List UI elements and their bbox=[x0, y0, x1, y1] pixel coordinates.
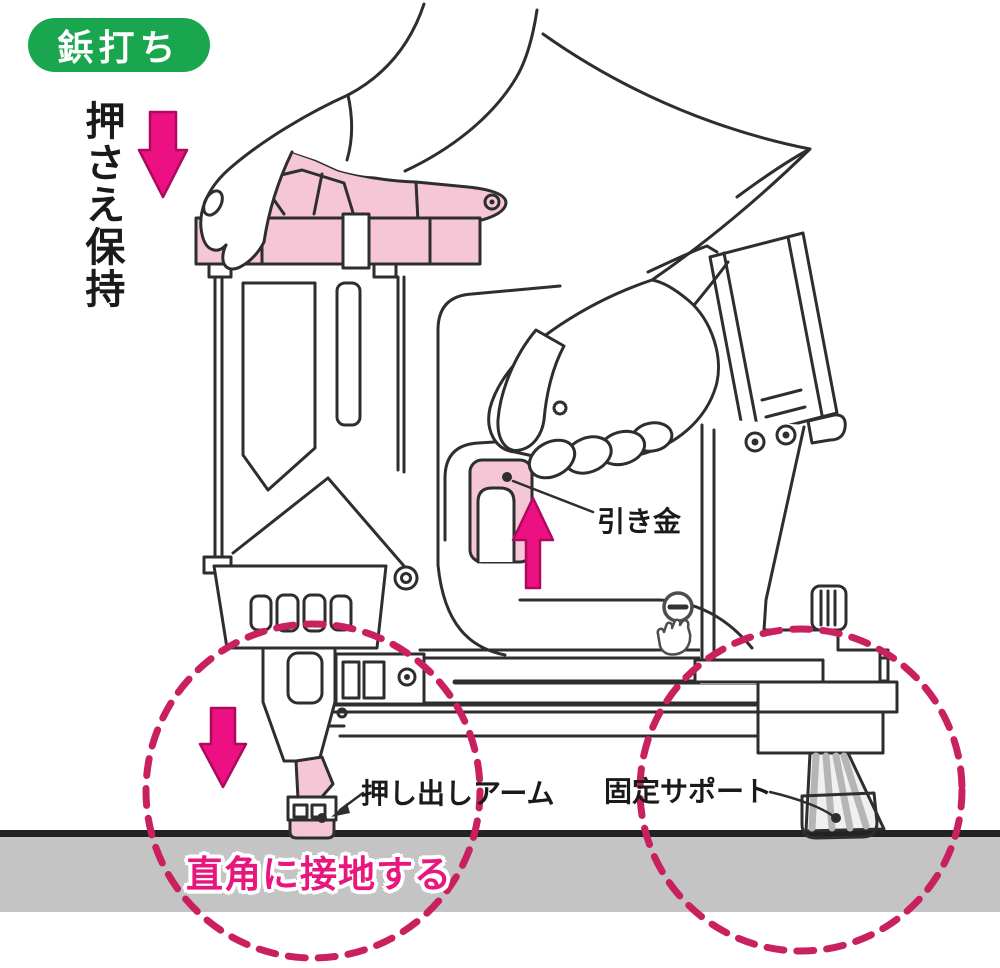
body-screw-icon bbox=[393, 565, 419, 591]
right-hand bbox=[487, 32, 812, 480]
fixing-support-label: 固定サポート bbox=[604, 775, 773, 808]
push-out-arm bbox=[294, 755, 335, 801]
finger bbox=[527, 438, 577, 480]
rail-screw-icon bbox=[397, 667, 417, 687]
down-arrow-icon bbox=[137, 110, 189, 199]
battery-pack bbox=[708, 231, 839, 439]
floor bbox=[0, 830, 1000, 912]
thumbnail bbox=[202, 189, 224, 217]
handle-screw-icon bbox=[744, 431, 766, 453]
floor-surface bbox=[0, 837, 1000, 912]
trigger-label: 引き金 bbox=[597, 505, 682, 538]
floor-edge-line bbox=[0, 830, 1000, 837]
section-badge: 鋲打ち bbox=[28, 18, 210, 72]
cursors bbox=[656, 591, 694, 656]
trigger-callout-dot bbox=[502, 472, 512, 482]
right-angle-contact-note: 直角に接地する bbox=[186, 853, 452, 896]
thumb bbox=[496, 328, 566, 452]
nose-vent-slot bbox=[275, 593, 300, 633]
hand-cursor-icon bbox=[656, 618, 692, 656]
housing-screw-icon bbox=[483, 193, 501, 211]
up-arrow-icon bbox=[511, 496, 555, 590]
push-out-arm-label: 押し出しアーム bbox=[361, 777, 555, 810]
contact-foot bbox=[288, 818, 336, 840]
down-arrow-icon bbox=[198, 706, 248, 789]
highlight-circle-left bbox=[142, 620, 484, 962]
leader-lines bbox=[317, 479, 841, 823]
left-hand bbox=[199, 0, 539, 271]
highlight-circle-right bbox=[636, 625, 966, 955]
hold-down-label: 押さえ保持 bbox=[78, 100, 125, 310]
grip-frame bbox=[436, 284, 754, 657]
nose-vent-slot bbox=[302, 593, 327, 633]
handle-screw-icon bbox=[775, 424, 797, 446]
nose-vent-slot bbox=[329, 594, 353, 632]
rear-assembly bbox=[693, 231, 899, 840]
fixing-support bbox=[800, 751, 886, 840]
